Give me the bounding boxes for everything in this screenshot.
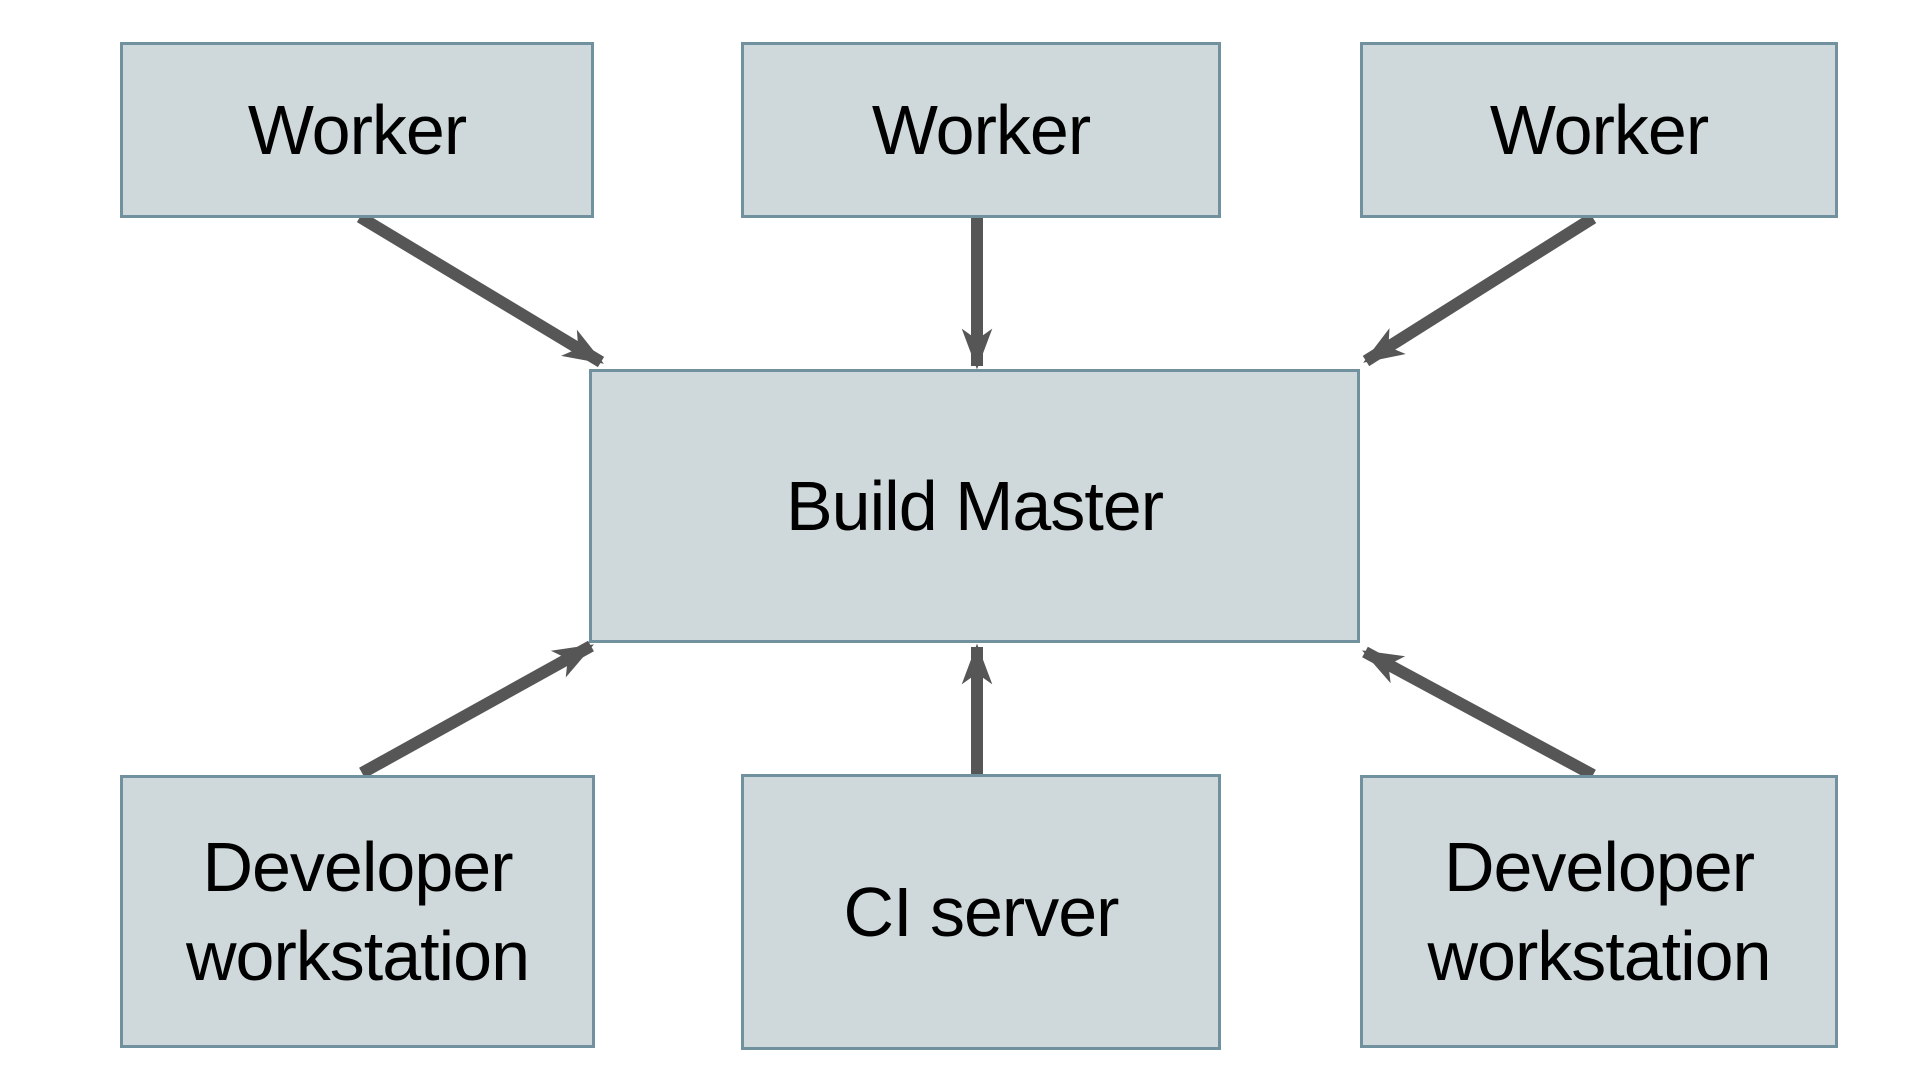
node-label-ci-server: CI server: [843, 872, 1120, 951]
node-label-developer-workstation-right: Developer workstation: [1427, 828, 1771, 995]
node-ci-server: CI server: [741, 774, 1221, 1050]
arrow-worker-3-to-build-master: [1362, 212, 1597, 367]
arrow-developer-workstation-right-to-build-master: [1362, 646, 1596, 781]
node-label-developer-workstation-left: Developer workstation: [185, 828, 530, 995]
node-developer-workstation-left: Developer workstation: [120, 775, 595, 1048]
node-worker-1: Worker: [120, 42, 594, 218]
node-worker-2: Worker: [741, 42, 1221, 218]
node-build-master: Build Master: [589, 369, 1360, 643]
node-label-worker-1: Worker: [247, 90, 467, 169]
node-label-worker-3: Worker: [1489, 90, 1709, 169]
node-developer-workstation-right: Developer workstation: [1360, 775, 1838, 1048]
arrow-worker-1-to-build-master: [356, 211, 605, 368]
node-worker-3: Worker: [1360, 42, 1838, 218]
node-label-worker-2: Worker: [871, 90, 1091, 169]
node-label-build-master: Build Master: [785, 466, 1164, 545]
arrow-developer-workstation-left-to-build-master: [359, 640, 594, 779]
